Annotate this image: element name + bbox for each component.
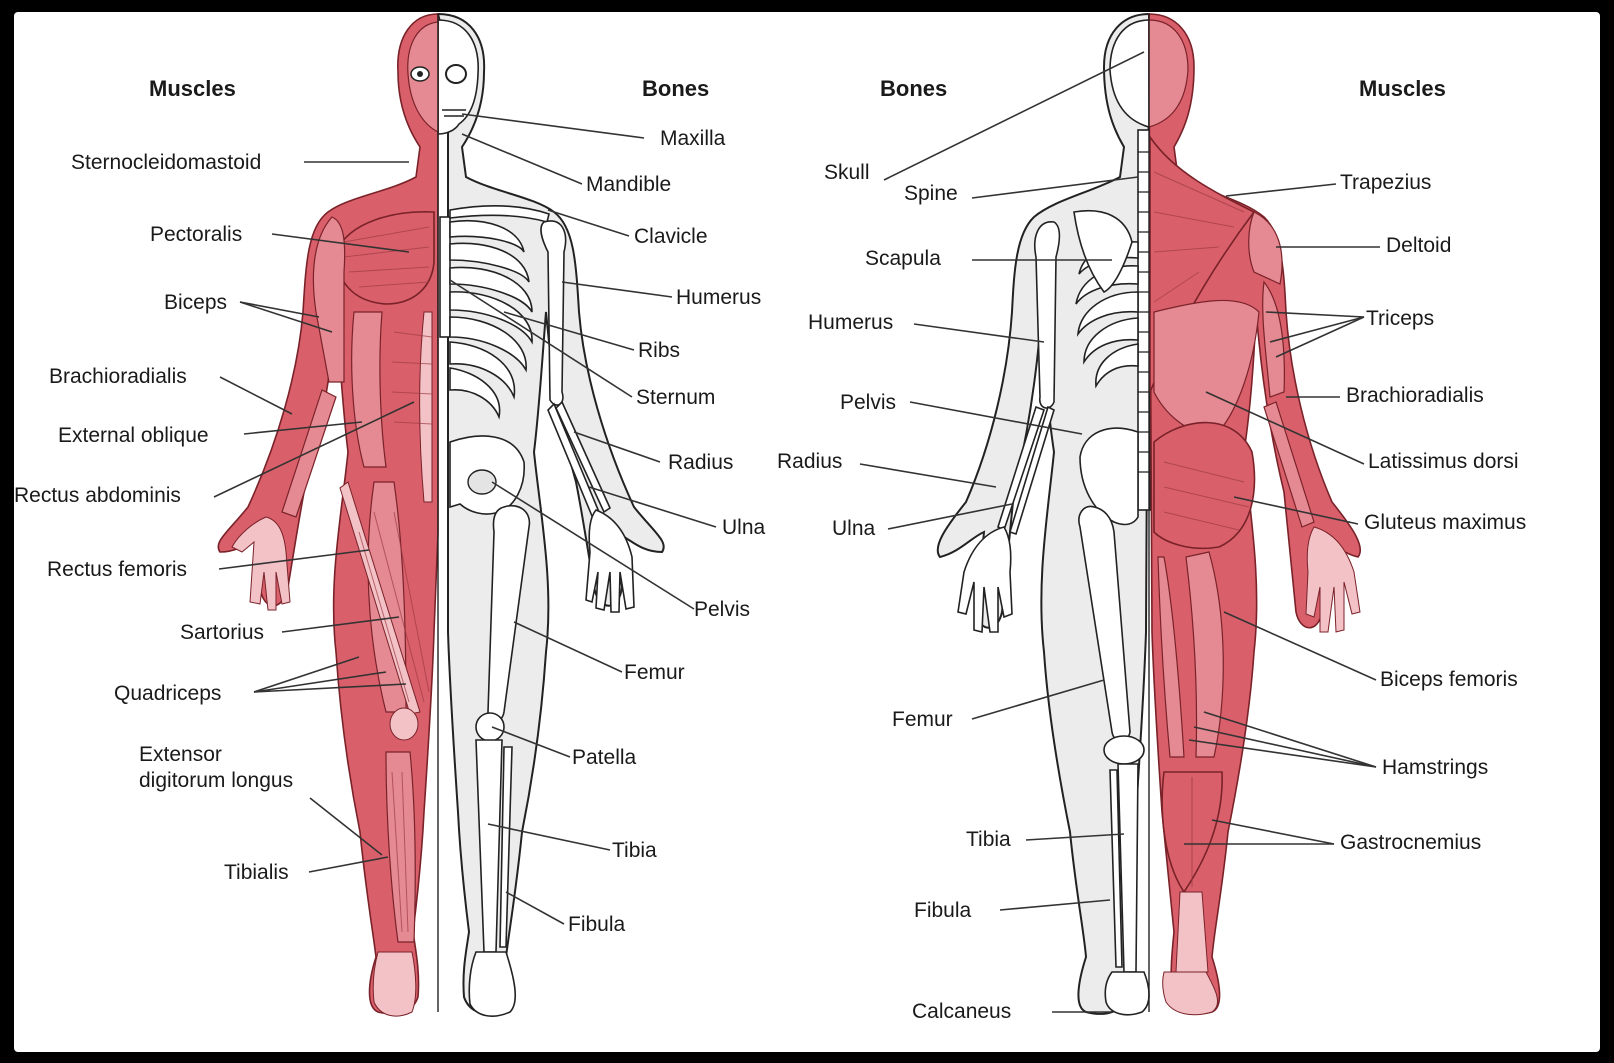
label-biceps: Biceps [164, 291, 227, 314]
back-fibula [1109, 769, 1123, 968]
label-latissimus-dorsi: Latissimus dorsi [1368, 450, 1519, 473]
label-clavicle: Clavicle [634, 225, 708, 248]
label-skull: Skull [824, 161, 870, 184]
label-triceps: Triceps [1366, 307, 1434, 330]
front-muscles-header: Muscles [149, 76, 236, 101]
back-bones-header: Bones [880, 76, 947, 101]
label-sternum: Sternum [636, 386, 715, 409]
back-figure [936, 12, 1362, 1016]
label-extensor: Extensor [139, 743, 222, 766]
label-humerus-back: Humerus [808, 311, 893, 334]
front-ribs [449, 220, 533, 420]
front-labels: Muscles Bones Sternocleidomastoid Pector… [14, 76, 766, 936]
back-calcaneus [1104, 971, 1150, 1016]
back-triceps-muscle [1262, 280, 1285, 398]
anatomy-diagram: Muscles Bones Sternocleidomastoid Pector… [14, 12, 1600, 1052]
back-pelvis [1079, 427, 1139, 526]
label-tibia-back: Tibia [966, 828, 1011, 851]
label-hamstrings: Hamstrings [1382, 756, 1488, 779]
label-ulna-back: Ulna [832, 517, 876, 540]
front-sternum [439, 216, 451, 338]
label-gastrocnemius: Gastrocnemius [1340, 831, 1481, 854]
label-radius-back: Radius [777, 450, 842, 473]
label-brachioradialis-front: Brachioradialis [49, 365, 187, 388]
front-patella [475, 712, 505, 742]
front-bones-header: Bones [642, 76, 709, 101]
label-rectus-abdominis: Rectus abdominis [14, 484, 181, 507]
leader-lines [213, 51, 1380, 1013]
front-knee [389, 707, 419, 741]
label-radius-front: Radius [668, 451, 733, 474]
back-knee [1103, 735, 1145, 765]
label-external-oblique: External oblique [58, 424, 209, 447]
back-scapula [1073, 210, 1133, 294]
front-foot-muscle [372, 951, 417, 1017]
back-hand [957, 526, 1013, 634]
label-pelvis-back: Pelvis [840, 391, 896, 414]
label-gluteus-maximus: Gluteus maximus [1364, 511, 1526, 534]
front-hand [585, 509, 635, 613]
back-spine [1137, 129, 1151, 511]
back-forearm-muscle [1263, 401, 1315, 528]
label-spine: Spine [904, 182, 958, 205]
label-calcaneus: Calcaneus [912, 1000, 1011, 1023]
label-pectoralis: Pectoralis [150, 223, 242, 246]
label-maxilla: Maxilla [660, 127, 726, 150]
label-ribs: Ribs [638, 339, 680, 362]
back-hand-muscle [1305, 526, 1361, 633]
front-foot [468, 951, 516, 1017]
back-heel-muscle [1162, 971, 1218, 1016]
back-gluteus-muscle [1153, 421, 1256, 550]
label-pelvis-front: Pelvis [694, 598, 750, 621]
back-scalp [1148, 19, 1189, 128]
back-latissimus-muscle [1153, 299, 1260, 438]
label-brachioradialis-back: Brachioradialis [1346, 384, 1484, 407]
label-tibialis: Tibialis [224, 861, 289, 884]
label-fibula-back: Fibula [914, 899, 972, 922]
back-humerus [1034, 221, 1061, 409]
anatomy-svg: Muscles Bones Sternocleidomastoid Pector… [14, 12, 1526, 1023]
label-biceps-femoris: Biceps femoris [1380, 668, 1518, 691]
back-ulna [1009, 405, 1055, 536]
front-forearm [281, 389, 337, 518]
label-mandible: Mandible [586, 173, 671, 196]
label-scapula: Scapula [865, 247, 941, 270]
back-deltoid-muscle [1248, 211, 1283, 285]
front-ulna [555, 400, 612, 514]
label-digitorum-longus: digitorum longus [139, 769, 293, 792]
front-pectoralis-muscle [335, 211, 435, 305]
back-biceps-femoris [1185, 551, 1224, 758]
label-tibia-front: Tibia [612, 839, 657, 862]
front-orbit [445, 64, 467, 84]
label-ulna-front: Ulna [722, 516, 766, 539]
label-humerus-front: Humerus [676, 286, 761, 309]
back-muscles-header: Muscles [1359, 76, 1446, 101]
label-sartorius: Sartorius [180, 621, 264, 644]
back-achilles [1175, 891, 1209, 973]
label-deltoid: Deltoid [1386, 234, 1451, 257]
label-femur-back: Femur [892, 708, 953, 731]
back-skull [1109, 19, 1150, 129]
front-teeth [442, 109, 466, 117]
front-skin-silhouette [436, 12, 665, 1015]
back-semitendinosus [1157, 556, 1185, 758]
label-quadriceps: Quadriceps [114, 682, 221, 705]
label-sternocleidomastoid: Sternocleidomastoid [71, 151, 261, 174]
front-deltoid-biceps [312, 216, 346, 383]
front-clavicle [449, 205, 550, 223]
label-trapezius: Trapezius [1340, 171, 1431, 194]
label-patella: Patella [572, 746, 637, 769]
front-fibula [499, 746, 513, 948]
label-fibula-front: Fibula [568, 913, 626, 936]
label-rectus-femoris: Rectus femoris [47, 558, 187, 581]
back-labels: Bones Muscles Skull Spine Scapula Humeru… [777, 76, 1526, 1023]
label-femur-front: Femur [624, 661, 685, 684]
front-obturator [467, 469, 497, 495]
